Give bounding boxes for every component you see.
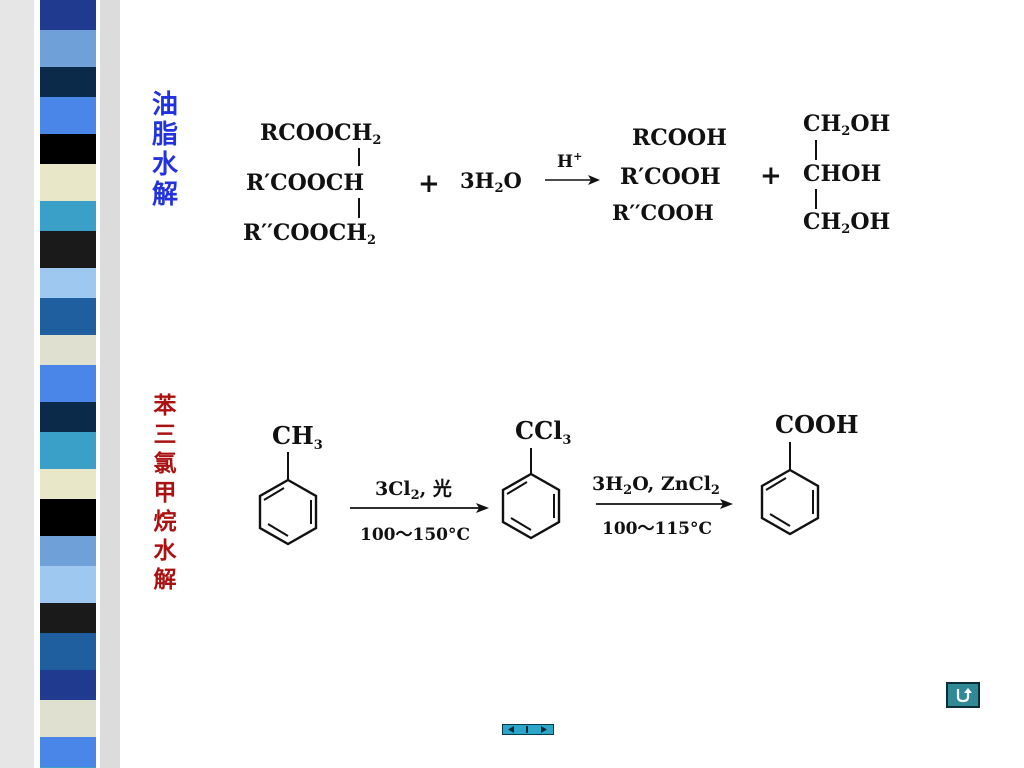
home-slide-button[interactable]: [523, 725, 533, 734]
acid-1: RCOOH: [632, 125, 727, 151]
slide-navigation-bar: [502, 724, 554, 735]
triangle-left-icon: [507, 726, 514, 733]
fat-hydrolysis-title: 油脂水解: [151, 90, 178, 210]
triangle-right-icon: [541, 726, 548, 733]
glycerol-line-2: CHOH: [803, 161, 881, 187]
u-turn-return-icon: [956, 688, 972, 703]
next-slide-button[interactable]: [540, 725, 550, 734]
benzotrichloride-hydrolysis-title: 苯三氯甲烷水解: [153, 393, 177, 593]
catalyst-label: H+: [557, 150, 582, 172]
plus-sign: +: [418, 169, 440, 199]
previous-slide-button[interactable]: [506, 725, 516, 734]
reactant-line-3: R′′COOCH2: [243, 220, 376, 248]
plus-sign: +: [760, 161, 782, 191]
acid-2: R′COOH: [620, 164, 721, 190]
return-button[interactable]: [946, 682, 980, 708]
acid-3: R′′COOH: [612, 200, 714, 225]
glycerol-line-1: CH2OH: [803, 111, 890, 139]
water-formula: 3H2O: [460, 168, 522, 196]
arrow-head: [588, 175, 600, 185]
bar-icon: [526, 726, 529, 733]
reactant-line-2: R′COOCH: [246, 170, 364, 196]
reactant-line-1: RCOOCH2: [260, 120, 381, 148]
decorative-side-stripe: [0, 0, 120, 768]
glycerol-line-3: CH2OH: [803, 209, 890, 237]
